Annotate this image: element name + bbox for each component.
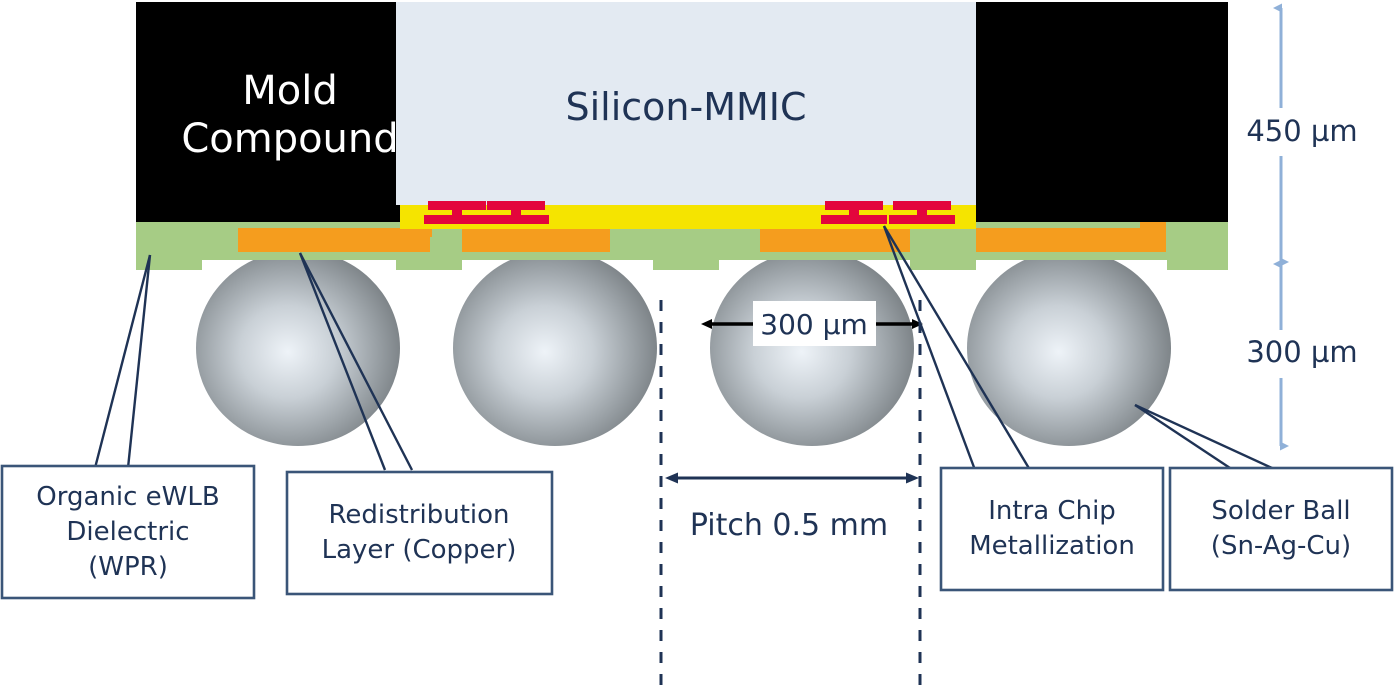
- callout-box-solder-ball[interactable]: Solder Ball (Sn-Ag-Cu): [1168, 466, 1394, 592]
- ball-diameter-dimension: 300 µm: [701, 301, 923, 346]
- solder-ball: [967, 250, 1171, 446]
- vertical-dimension-300um: 300 µm: [1243, 259, 1361, 451]
- callout-line: Metallization: [969, 531, 1135, 561]
- solder-ball: [710, 250, 914, 446]
- pitch-label: Pitch 0.5 mm: [690, 508, 888, 543]
- callout-line: Organic eWLB: [36, 482, 219, 512]
- solder-ball-group: [196, 250, 1171, 446]
- silicon-die-block: [396, 2, 976, 205]
- intra-chip-metal-pad: [483, 201, 549, 224]
- callout-box-redistribution-layer[interactable]: Redistribution Layer (Copper): [285, 470, 554, 596]
- dimension-300um-height-label: 300 µm: [1246, 335, 1357, 369]
- intra-chip-metal-pad: [889, 201, 955, 224]
- dimension-450um-label: 450 µm: [1246, 114, 1357, 148]
- intra-chip-metal-pad: [821, 201, 887, 224]
- ball-diameter-label: 300 µm: [760, 308, 867, 341]
- pitch-dimension: Pitch 0.5 mm: [659, 300, 922, 685]
- intra-chip-metallization-group: [424, 201, 955, 224]
- callout-line: Redistribution: [328, 500, 509, 530]
- vertical-dimension-450um: 450 µm: [1243, 3, 1361, 267]
- callout-line: Layer (Copper): [322, 535, 517, 565]
- callout-box-organic-dielectric[interactable]: Organic eWLB Dielectric (WPR): [0, 464, 256, 600]
- solder-ball: [196, 250, 400, 446]
- callout-box-intra-chip-metallization[interactable]: Intra Chip Metallization: [939, 466, 1165, 592]
- silicon-die-label: Silicon-MMIC: [565, 85, 806, 129]
- intra-chip-metal-pad: [424, 201, 490, 224]
- mold-compound-label-line2: Compound: [181, 116, 398, 162]
- callout-line: (WPR): [88, 552, 168, 582]
- callout-line: (Sn-Ag-Cu): [1211, 531, 1351, 561]
- solder-ball: [453, 250, 657, 446]
- callout-line: Solder Ball: [1211, 496, 1350, 526]
- callout-leader-lines: [93, 225, 1273, 471]
- callout-line: Intra Chip: [988, 496, 1116, 526]
- mold-compound-label-line1: Mold: [242, 68, 338, 114]
- callout-line: Dielectric: [66, 517, 189, 547]
